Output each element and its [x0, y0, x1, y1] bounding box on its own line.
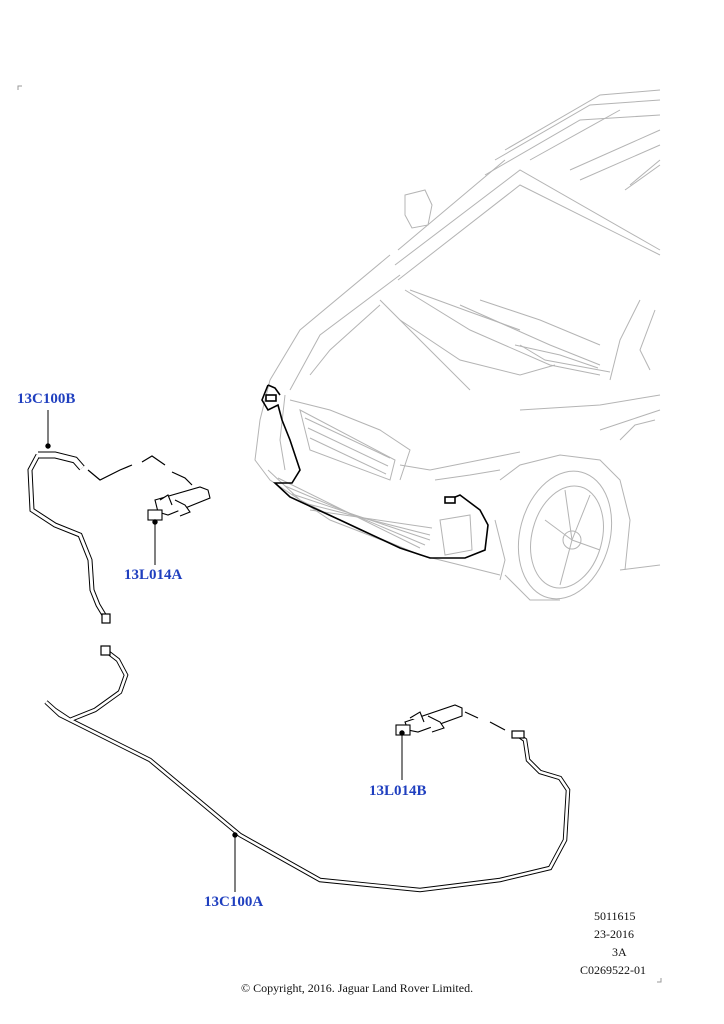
- leader-lines: [45, 410, 405, 892]
- corner-marks: [17, 85, 662, 983]
- washer-jet-13L014A: [147, 486, 211, 521]
- label-13C100B: 13C100B: [17, 391, 76, 407]
- meta-line-1: 5011615: [594, 909, 636, 923]
- label-13L014B: 13L014B: [369, 783, 427, 799]
- washer-jet-13L014B: [395, 704, 463, 736]
- vehicle-hose-routing: [261, 384, 489, 559]
- label-13C100A: 13C100A: [204, 894, 264, 910]
- meta-line-2: 23-2016: [594, 927, 634, 941]
- hose-13C100A: [44, 645, 571, 893]
- vehicle-outline: [254, 89, 661, 601]
- meta-line-4: C0269522-01: [580, 963, 646, 977]
- meta-line-3: 3A: [612, 945, 627, 959]
- label-13L014A: 13L014A: [124, 567, 183, 583]
- hose-13C100B: [27, 451, 193, 624]
- copyright-text: © Copyright, 2016. Jaguar Land Rover Lim…: [241, 981, 474, 995]
